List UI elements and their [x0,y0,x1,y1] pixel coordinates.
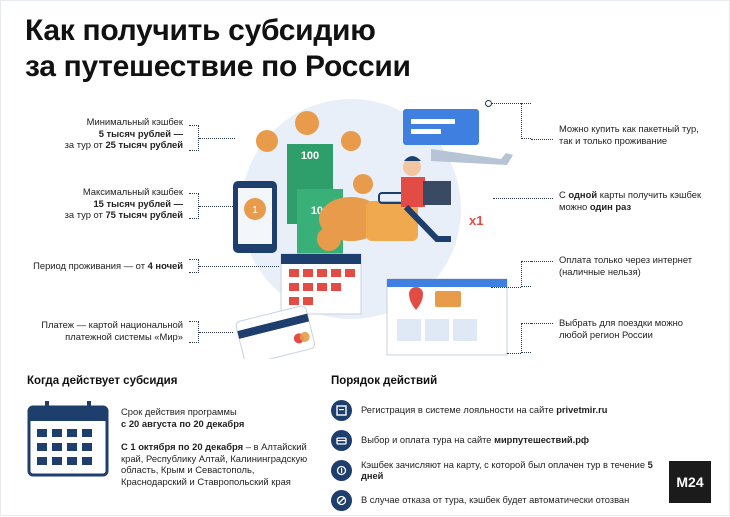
connector-line [189,193,199,219]
note-payment-mir: Платеж — картой национальной платежной с… [41,319,183,342]
connector-line [189,321,199,343]
note-any-region: Выбрать для поездки можно любой регион Р… [559,317,684,340]
connector-line [199,206,233,207]
travel-illustration: 1 100 100 x1 [233,99,513,359]
coin-icon [295,111,319,135]
step-cashback: Кэшбек зачисляют на карту, с которой был… [331,457,671,484]
steps-list: Регистрация в системе лояльности на сайт… [331,397,671,517]
connector-line [491,287,521,288]
step-choose-pay: Выбор и оплата тура на сайте мирпутешест… [331,427,671,454]
cancel-icon [331,490,352,511]
title-line-2: за путешествие по России [25,50,411,83]
laptop-icon [423,181,451,205]
site-link-mirputeshestviy: мирпутешествий.рф [494,435,590,445]
note-min-cashback: Минимальный кэшбек 5 тысяч рублей — за т… [64,116,183,150]
browser-window-icon [386,278,508,356]
site-link-privetmir: privetmir.ru [556,405,608,415]
connector-line [493,198,553,199]
person-icon [403,158,421,176]
connector-line [521,323,531,353]
order-heading: Порядок действий [331,375,438,387]
coin-icon [353,174,373,194]
svg-text:1: 1 [252,205,258,216]
hand-card-icon [331,430,352,451]
card-icon [435,291,461,307]
x1-label: x1 [469,213,483,228]
program-period: Срок действия программы с 20 августа по … [121,406,245,429]
note-max-cashback: Максимальный кэшбек 15 тысяч рублей — за… [64,186,183,220]
suitcase-icon [366,201,418,241]
calendar-icon [27,401,109,477]
connector-line [521,261,531,287]
connector-line [531,323,553,324]
regions-period: С 1 октября по 20 декабря – в Алтайский … [121,441,308,487]
banknote-label-1: 100 [301,150,319,162]
ticket-icon [403,109,479,145]
connector-line [199,138,235,139]
connector-line [521,103,531,139]
note-stay-period: Период проживания — от 4 ночей [33,260,183,271]
map-pin-icon [409,287,423,310]
connector-line [531,139,553,140]
note-one-card: С одной карты получить кэшбек можно один… [559,189,702,212]
note-package-tour: Можно купить как пакетный тур, так и тол… [559,123,699,146]
when-heading: Когда действует субсидия [27,375,178,387]
page-title: Как получить субсидию за путешествие по … [25,13,411,85]
connector-line [199,266,279,267]
register-icon [331,400,352,421]
step-cancel: В случае отказа от тура, кэшбек будет ав… [331,487,671,514]
connector-line [189,125,199,151]
connector-dot [485,100,492,107]
connector-line [507,353,521,354]
coin-icon [341,131,361,151]
bank-card-icon [235,305,316,359]
connector-line [199,332,233,333]
airplane-icon [431,149,513,165]
coin-return-icon [331,460,352,481]
connector-line [189,259,199,273]
connector-line [531,261,553,262]
connector-line [491,103,521,104]
m24-logo: M24 [669,461,711,503]
note-online-only: Оплата только через интернет (наличные н… [559,254,693,277]
title-line-1: Как получить субсидию [25,14,376,47]
step-register: Регистрация в системе лояльности на сайт… [331,397,671,424]
coin-icon [256,130,278,152]
